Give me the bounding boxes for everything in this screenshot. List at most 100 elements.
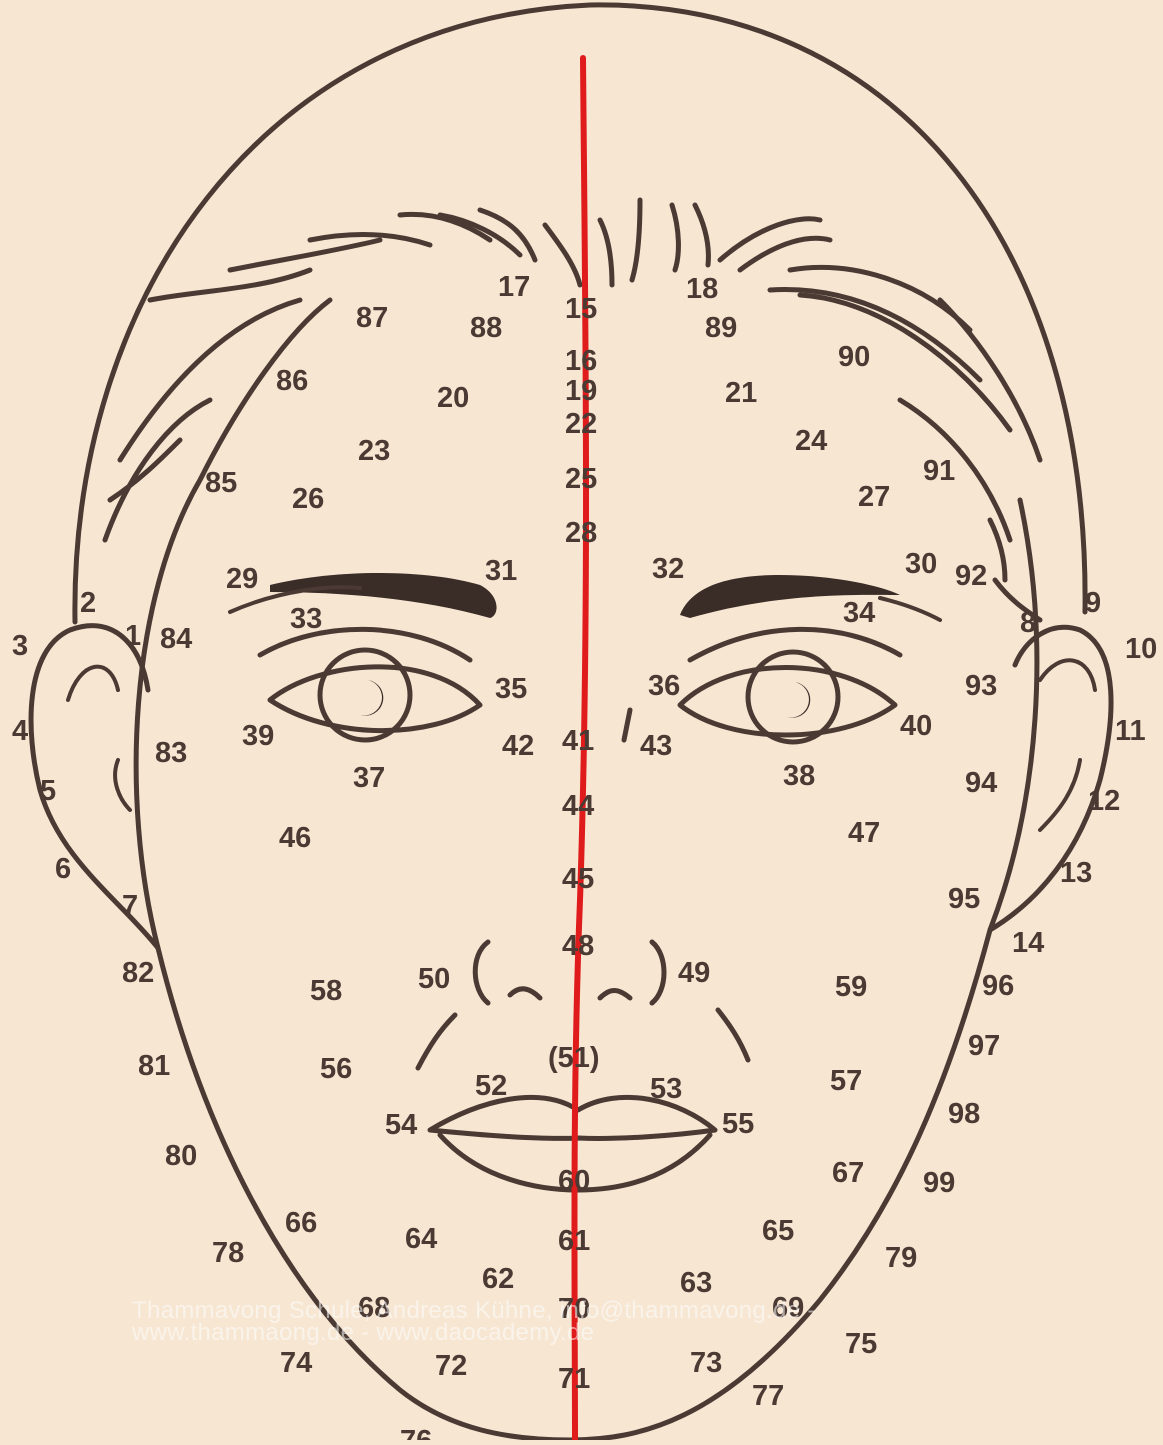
point-label-8: 8 bbox=[1020, 607, 1036, 639]
point-label-57: 57 bbox=[830, 1065, 862, 1097]
point-label-71: 71 bbox=[558, 1363, 590, 1395]
point-label-38: 38 bbox=[783, 760, 815, 792]
point-label-85: 85 bbox=[205, 467, 237, 499]
point-label-27: 27 bbox=[858, 481, 890, 513]
hair-center bbox=[545, 200, 708, 285]
point-label-22: 22 bbox=[565, 408, 597, 440]
point-label-92: 92 bbox=[955, 560, 987, 592]
point-label-58: 58 bbox=[310, 975, 342, 1007]
point-label-87: 87 bbox=[356, 302, 388, 334]
nose-bridge-mark bbox=[624, 710, 630, 740]
point-label-21: 21 bbox=[725, 377, 757, 409]
point-label-37: 37 bbox=[353, 762, 385, 794]
point-label-98: 98 bbox=[948, 1098, 980, 1130]
point-label-78: 78 bbox=[212, 1237, 244, 1269]
point-label-74: 74 bbox=[280, 1347, 312, 1379]
right-brow-line bbox=[880, 598, 940, 620]
point-label-54: 54 bbox=[385, 1109, 417, 1141]
point-label-76: 76 bbox=[400, 1425, 432, 1440]
point-label-11: 11 bbox=[1115, 715, 1146, 747]
point-label-1: 1 bbox=[125, 620, 141, 652]
point-label-19: 19 bbox=[565, 375, 597, 407]
point-label-59: 59 bbox=[835, 971, 867, 1003]
point-label-18: 18 bbox=[686, 273, 718, 305]
point-label-30: 30 bbox=[905, 548, 937, 580]
point-label-48: 48 bbox=[562, 930, 594, 962]
point-label-2: 2 bbox=[80, 587, 96, 619]
point-label-67: 67 bbox=[832, 1157, 864, 1189]
point-label-96: 96 bbox=[982, 970, 1014, 1002]
point-label-77: 77 bbox=[752, 1380, 784, 1412]
point-label-84: 84 bbox=[160, 623, 192, 655]
point-label-72: 72 bbox=[435, 1350, 467, 1382]
point-label-89: 89 bbox=[705, 312, 737, 344]
point-label-23: 23 bbox=[358, 435, 390, 467]
point-label-15: 15 bbox=[565, 293, 597, 325]
point-label-39: 39 bbox=[242, 720, 274, 752]
point-label-25: 25 bbox=[565, 463, 597, 495]
point-label-82: 82 bbox=[122, 957, 154, 989]
point-label-61: 61 bbox=[558, 1225, 590, 1257]
point-label-34: 34 bbox=[843, 597, 875, 629]
point-label-99: 99 bbox=[923, 1167, 955, 1199]
watermark-line-2: www.thammaong.de - www.daocademy.de bbox=[132, 1322, 1032, 1344]
point-label-10: 10 bbox=[1125, 633, 1157, 665]
point-label-7: 7 bbox=[122, 890, 138, 922]
point-label-42: 42 bbox=[502, 730, 534, 762]
point-label-93: 93 bbox=[965, 670, 997, 702]
point-label-28: 28 bbox=[565, 517, 597, 549]
left-ear-inner bbox=[68, 667, 130, 810]
point-label-6: 6 bbox=[55, 853, 71, 885]
point-label-43: 43 bbox=[640, 730, 672, 762]
point-label-26: 26 bbox=[292, 483, 324, 515]
point-label-56: 56 bbox=[320, 1053, 352, 1085]
point-label-3: 3 bbox=[12, 630, 28, 662]
point-label-14: 14 bbox=[1012, 927, 1044, 959]
point-label-79: 79 bbox=[885, 1242, 917, 1274]
point-label-90: 90 bbox=[838, 341, 870, 373]
right-ear-inner bbox=[1040, 660, 1095, 830]
point-label-33: 33 bbox=[290, 603, 322, 635]
point-label-94: 94 bbox=[965, 767, 997, 799]
point-label-44: 44 bbox=[562, 790, 594, 822]
left-eye bbox=[270, 650, 480, 740]
hair-right bbox=[720, 219, 1040, 620]
point-label-86: 86 bbox=[276, 365, 308, 397]
point-label-36: 36 bbox=[648, 670, 680, 702]
point-label-62: 62 bbox=[482, 1263, 514, 1295]
point-label-46: 46 bbox=[279, 822, 311, 854]
point-label-60: 60 bbox=[558, 1165, 590, 1197]
point-label-32: 32 bbox=[652, 553, 684, 585]
point-label-97: 97 bbox=[968, 1030, 1000, 1062]
point-label-64: 64 bbox=[405, 1223, 437, 1255]
left-nasolabial-fold bbox=[418, 1015, 455, 1068]
point-label-35: 35 bbox=[495, 673, 527, 705]
point-label-53: 53 bbox=[650, 1073, 682, 1105]
point-label-49: 49 bbox=[678, 957, 710, 989]
point-label-51: (51) bbox=[548, 1042, 600, 1074]
point-label-13: 13 bbox=[1060, 857, 1092, 889]
point-label-20: 20 bbox=[437, 382, 469, 414]
point-label-63: 63 bbox=[680, 1267, 712, 1299]
point-label-73: 73 bbox=[690, 1347, 722, 1379]
point-label-91: 91 bbox=[923, 455, 955, 487]
point-label-66: 66 bbox=[285, 1207, 317, 1239]
point-label-88: 88 bbox=[470, 312, 502, 344]
point-label-40: 40 bbox=[900, 710, 932, 742]
watermark: Thammavong Schule, Andreas Kühne, info@t… bbox=[132, 1300, 1032, 1344]
point-label-45: 45 bbox=[562, 863, 594, 895]
point-label-81: 81 bbox=[138, 1050, 170, 1082]
right-nasolabial-fold bbox=[718, 1010, 748, 1060]
point-label-9: 9 bbox=[1085, 587, 1101, 619]
point-label-41: 41 bbox=[562, 725, 594, 757]
point-label-80: 80 bbox=[165, 1140, 197, 1172]
point-label-5: 5 bbox=[40, 775, 56, 807]
point-label-16: 16 bbox=[565, 345, 597, 377]
right-eyelid-line bbox=[690, 629, 900, 660]
point-label-29: 29 bbox=[226, 563, 258, 595]
point-label-55: 55 bbox=[722, 1108, 754, 1140]
point-label-50: 50 bbox=[418, 963, 450, 995]
point-label-12: 12 bbox=[1088, 785, 1120, 817]
